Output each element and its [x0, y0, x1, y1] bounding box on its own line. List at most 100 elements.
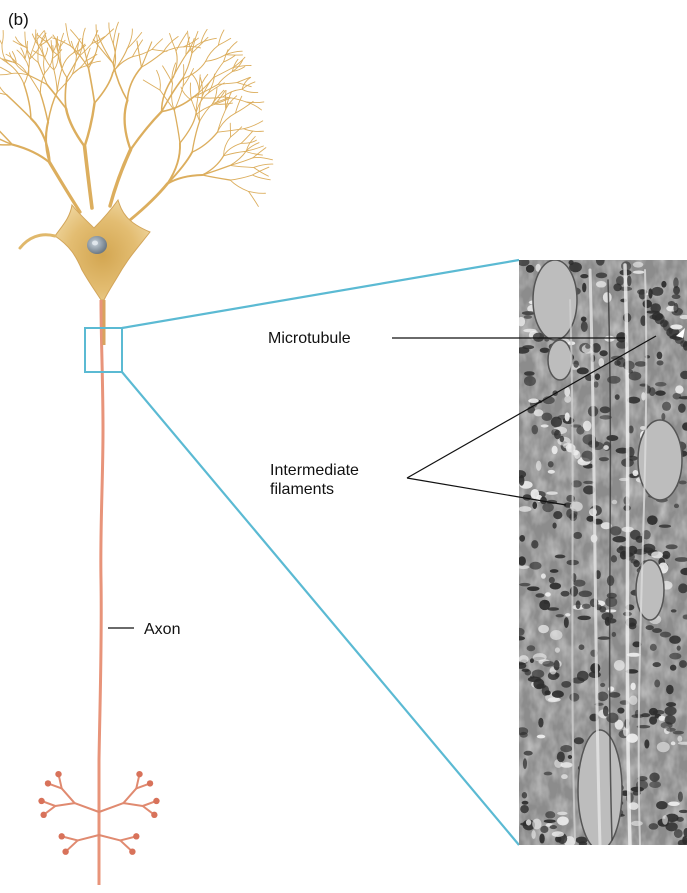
intermediate-filaments-label-line1: Intermediate [270, 461, 359, 480]
dendrite-branch [21, 48, 25, 59]
dendrite-branch [67, 56, 79, 77]
dendrite-branch [0, 74, 11, 75]
dendrite-branch [89, 44, 98, 69]
dendrite-branch [202, 175, 230, 180]
dendrites [0, 22, 273, 220]
dendrite-branch [152, 39, 163, 50]
panel-label: (b) [8, 10, 29, 29]
dendrite-branch [174, 110, 180, 143]
axon [99, 300, 103, 885]
dendrite-branch [224, 137, 231, 156]
terminal-bouton [45, 780, 51, 786]
dendrite-branch [65, 78, 67, 109]
dendrite-branch [246, 102, 262, 110]
dendrite-branch [157, 70, 161, 90]
dendrite-branch [38, 62, 47, 84]
dendrite-branch [191, 73, 199, 91]
dendrite-branch [176, 33, 187, 51]
dendrite-branch [230, 158, 253, 166]
dendrite-branch [190, 83, 191, 100]
terminal-bouton [129, 848, 135, 854]
terminal-branch [99, 835, 120, 840]
microtubule-label: Microtubule [268, 329, 351, 348]
dendrite-branch [132, 49, 152, 56]
dendrite-branch [89, 68, 95, 103]
terminal-branch [99, 803, 123, 812]
dendrite-branch [95, 73, 113, 103]
dendrite-branch [7, 95, 31, 119]
dendrite-branch [200, 104, 213, 122]
terminal-bouton [58, 833, 64, 839]
dendrite-branch [249, 191, 259, 206]
dendrite-branch [110, 150, 131, 206]
dendrite-branch [66, 109, 85, 147]
dendrite-branch [127, 67, 141, 100]
dendrite-branch [46, 122, 50, 162]
dendrite-branch [183, 69, 193, 86]
dendrite-branch [45, 59, 53, 73]
dendrite-branch [242, 89, 258, 92]
dendrite-branch [230, 175, 252, 180]
electron-micrograph [513, 255, 687, 850]
dendrite-branch [0, 30, 2, 44]
terminal-branch [62, 788, 75, 803]
dendrite-branch [254, 164, 273, 167]
dendrite-branch [249, 191, 266, 193]
terminal-branch [55, 803, 74, 806]
dendrite-branch [62, 53, 74, 69]
dendrite-branch [253, 157, 273, 159]
dendrite-branch [113, 64, 127, 101]
dendrite-branch [230, 180, 248, 191]
dendrite-branch [83, 28, 86, 44]
dendrite-branch [54, 70, 57, 92]
dendrite-branch [218, 83, 237, 85]
dendrite-branch [12, 51, 16, 62]
terminal-bouton [153, 798, 159, 804]
dendrite-branch [202, 165, 230, 175]
dendrite-branch [131, 112, 162, 150]
axon-label: Axon [144, 620, 180, 639]
terminal-branch [75, 803, 99, 812]
terminal-bouton [151, 812, 157, 818]
dendrite-branch [15, 37, 26, 48]
dendrite-branch [12, 145, 49, 163]
dendrite-branch [40, 93, 48, 122]
dendrite-branch [0, 67, 11, 73]
dendrite-branch [244, 129, 264, 132]
dendrite-branch [130, 184, 167, 220]
dendrite-branch [163, 66, 173, 84]
dendrite-branch [141, 42, 151, 67]
terminal-branch [123, 788, 136, 803]
terminal-branch [123, 803, 142, 806]
dendrite-branch [98, 35, 113, 64]
dendrite-branch [244, 121, 263, 129]
dendrite-branch [180, 115, 196, 143]
dendrite-branch [85, 103, 95, 146]
terminal-bouton [147, 780, 153, 786]
dendrite-branch [172, 84, 175, 111]
dendrite-branch [231, 127, 242, 137]
dendrite-branch [50, 163, 80, 212]
terminal-bouton [55, 771, 61, 777]
terminal-branch [78, 835, 99, 840]
intermediate-filaments-label-line2: filaments [270, 480, 359, 499]
terminal-bouton [133, 833, 139, 839]
dendrite-branch [25, 32, 26, 47]
terminal-bouton [40, 812, 46, 818]
intermediate-filaments-label: Intermediate filaments [270, 461, 359, 499]
dendrite-branch [143, 80, 160, 90]
dendrite-branch [85, 146, 92, 208]
dendrite-branch [125, 100, 131, 149]
dendrite-branch [192, 100, 200, 121]
dendrite-branch [235, 101, 253, 113]
dendrite-branch [2, 30, 3, 44]
dendrite-branch [192, 37, 208, 53]
dendrite-branch [218, 72, 232, 85]
dendrite-branch [70, 30, 82, 45]
terminal-bouton [62, 848, 68, 854]
dendrite-branch [127, 32, 141, 48]
dendrite-branch [66, 24, 71, 46]
dendrite-branch [44, 58, 45, 73]
